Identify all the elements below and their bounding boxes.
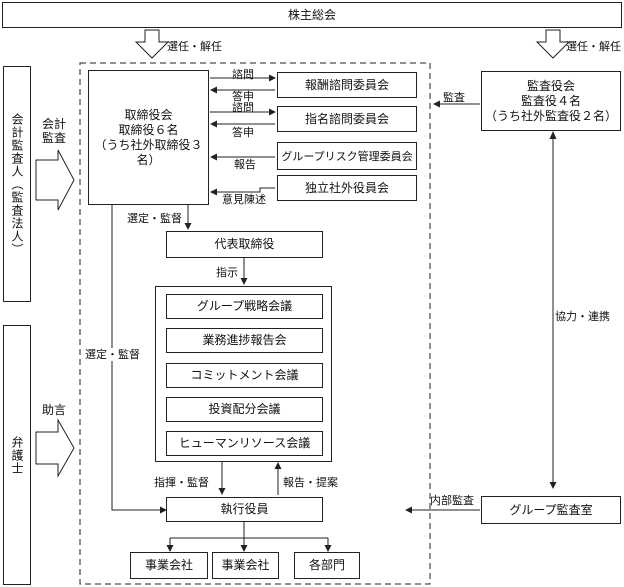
group-risk-committee-box: グループリスク管理委員会 bbox=[277, 142, 417, 170]
commitment-meeting-box: コミットメント会議 bbox=[166, 363, 323, 388]
appoint-arrow-exec bbox=[111, 205, 167, 514]
accounting-audit-arrow bbox=[35, 149, 75, 211]
lawyer-box: 弁護士 bbox=[3, 325, 31, 585]
internal-audit-label: 内部監査 bbox=[430, 494, 474, 507]
opinion-label: 意見陳述 bbox=[222, 193, 266, 206]
advice-arrow bbox=[35, 418, 75, 478]
opinion-arrow bbox=[210, 187, 275, 196]
report-back-label-2: 答申 bbox=[232, 126, 254, 139]
group-strategy-meeting-box: グループ戦略会議 bbox=[166, 294, 323, 319]
audit-board-box: 監査役会 監査役４名 （うち社外監査役２名） bbox=[481, 71, 621, 131]
advice-label: 助言 bbox=[42, 403, 67, 417]
lawyer-label: 弁護士 bbox=[10, 435, 24, 475]
board-of-directors-box: 取締役会 取締役６名 （うち社外取締役３名） bbox=[88, 70, 209, 205]
human-resource-meeting-box: ヒューマンリソース会議 bbox=[166, 431, 323, 456]
appoint-supervise-label-1: 選定・監督 bbox=[127, 212, 182, 225]
shareholders-meeting-box: 株主総会 bbox=[2, 2, 622, 28]
elect-label-left: 選任・解任 bbox=[167, 40, 222, 53]
consult-label-2: 諮問 bbox=[232, 101, 254, 114]
remuneration-committee-box: 報酬諮問委員会 bbox=[277, 72, 417, 98]
business-progress-meeting-box: 業務進捗報告会 bbox=[166, 328, 323, 353]
executive-officers-box: 執行役員 bbox=[166, 497, 323, 522]
accounting-auditor-label: 会計監査人（監査法人） bbox=[10, 112, 24, 256]
nomination-committee-box: 指名諮問委員会 bbox=[277, 106, 417, 132]
elect-arrow-right bbox=[535, 29, 571, 59]
audit-label: 監査 bbox=[443, 91, 465, 104]
accounting-auditor-box: 会計監査人（監査法人） bbox=[3, 66, 31, 302]
departments-box: 各部門 bbox=[294, 552, 360, 579]
investment-allocation-meeting-box: 投資配分会議 bbox=[166, 397, 323, 422]
cooperate-label: 協力・連携 bbox=[555, 310, 610, 323]
accounting-audit-label: 会計 監査 bbox=[42, 117, 67, 145]
command-supervise-label: 指揮・監督 bbox=[154, 476, 209, 489]
elect-label-right: 選任・解任 bbox=[566, 40, 621, 53]
group-audit-office-box: グループ監査室 bbox=[481, 496, 621, 524]
subsidiary-box-1: 事業会社 bbox=[130, 552, 208, 579]
subsidiary-box-2: 事業会社 bbox=[212, 552, 279, 579]
governance-boundary bbox=[79, 62, 431, 585]
instruct-label: 指示 bbox=[216, 266, 238, 279]
appoint-supervise-label-2: 選定・監督 bbox=[85, 348, 140, 361]
report-label: 報告 bbox=[234, 158, 256, 171]
independent-officers-box: 独立社外役員会 bbox=[277, 175, 417, 201]
representative-director-box: 代表取締役 bbox=[166, 231, 323, 258]
report-back-label-1: 答申 bbox=[232, 90, 254, 103]
elect-arrow-left bbox=[134, 29, 170, 59]
consult-label-1: 諮問 bbox=[232, 68, 254, 81]
report-propose-label: 報告・提案 bbox=[283, 476, 338, 489]
